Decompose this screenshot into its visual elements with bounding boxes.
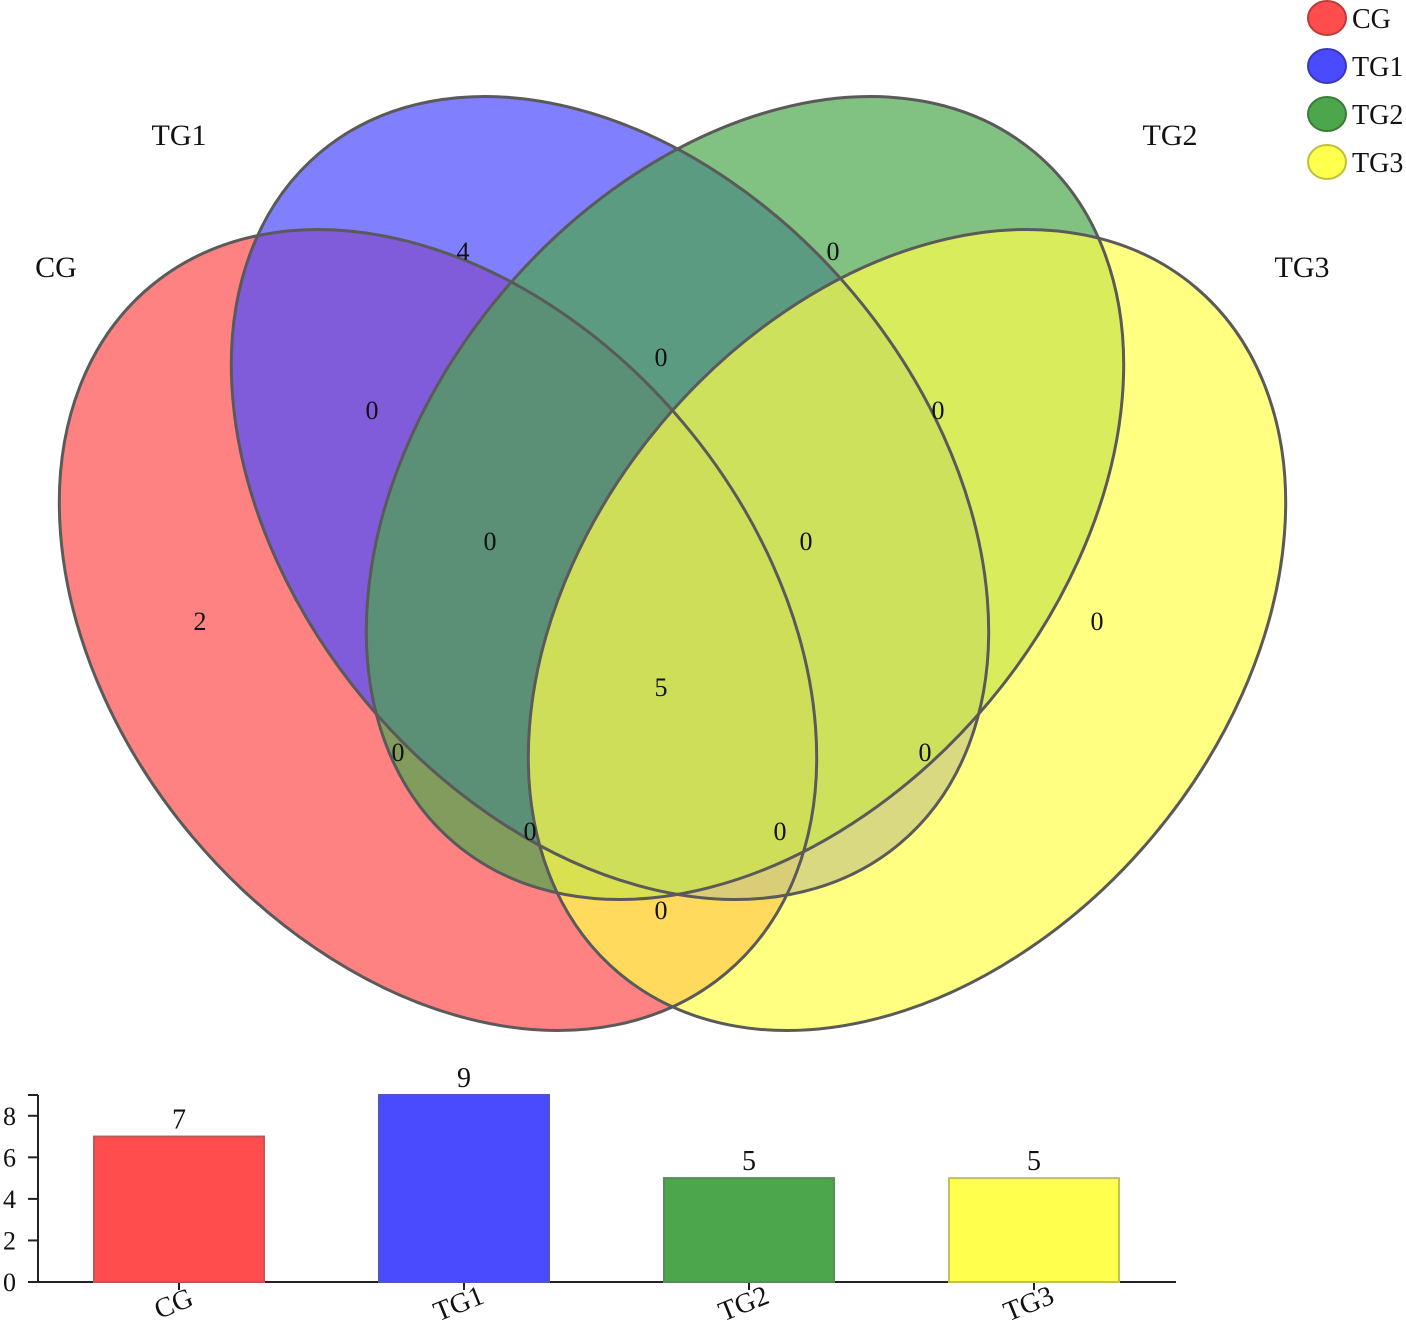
venn-set-label-tg2: TG2	[1143, 119, 1198, 152]
venn-set-label-tg1: TG1	[152, 119, 207, 152]
venn-outlines	[57, 95, 1288, 1032]
venn-region-count-tg1-tg2-tg3: 0	[800, 527, 813, 556]
bar-marks	[93, 1094, 1120, 1283]
venn-region-count-cg-tg1-tg2-tg3: 5	[655, 673, 668, 702]
bar-tg1	[378, 1094, 550, 1283]
bar-value-label-tg1: 9	[457, 1063, 471, 1094]
y-tick-label-8: 8	[3, 1102, 16, 1131]
venn-set-label-cg: CG	[35, 251, 77, 284]
bar-tg3	[948, 1177, 1120, 1283]
venn-set-tg2-outline	[364, 95, 1126, 901]
legend-swatch-tg1	[1307, 48, 1347, 84]
venn-region-count-cg-tg1-tg2: 0	[484, 527, 497, 556]
venn-region-count-cg-tg1: 0	[366, 396, 379, 425]
bar-value-label-tg2: 5	[742, 1146, 756, 1177]
venn-set-label-tg3: TG3	[1275, 251, 1330, 284]
x-category-label-tg3: TG3	[999, 1280, 1058, 1328]
bar-value-label-cg: 7	[172, 1105, 186, 1136]
venn-region-count-cg-tg2-tg3: 0	[524, 817, 537, 846]
venn-region-count-tg1-tg3: 0	[919, 738, 932, 767]
venn-region-count-cg-tg2: 0	[392, 738, 405, 767]
legend-label-tg1: TG1	[1352, 52, 1403, 83]
venn-set-tg1-outline	[229, 95, 991, 901]
venn-region-count-cg-tg3: 0	[655, 896, 668, 925]
y-tick-label-4: 4	[3, 1185, 16, 1214]
bar-tg2	[663, 1177, 835, 1283]
x-category-label-tg2: TG2	[714, 1280, 773, 1328]
bar-cg	[93, 1135, 265, 1283]
venn-region-count-tg2-tg3: 0	[932, 396, 945, 425]
venn-region-count-cg-tg1-tg3: 0	[774, 817, 787, 846]
venn-region-count-tg3: 0	[1091, 607, 1104, 636]
legend-swatch-tg3	[1307, 144, 1347, 180]
venn-region-count-tg1-tg2: 0	[655, 343, 668, 372]
legend-swatch-tg2	[1307, 96, 1347, 132]
venn-fills	[59, 96, 1286, 1031]
venn-region-count-cg: 2	[194, 607, 207, 636]
venn-region-counts: 2 4 0 0 0 0 0 0 0 5 0 0 0 0 0	[194, 237, 1104, 925]
legend-label-tg3: TG3	[1352, 148, 1403, 179]
legend-label-cg: CG	[1352, 4, 1391, 35]
venn-region-count-tg1: 4	[457, 237, 470, 266]
legend-label-tg2: TG2	[1352, 100, 1403, 131]
legend-swatch-cg	[1307, 0, 1347, 36]
y-tick-label-2: 2	[3, 1226, 16, 1255]
venn-set-tg3-fill	[528, 229, 1286, 1031]
bar-value-label-tg3: 5	[1027, 1146, 1041, 1177]
x-category-label-tg1: TG1	[429, 1280, 488, 1328]
venn-set-tg3-outline	[526, 228, 1288, 1032]
y-tick-label-0: 0	[3, 1268, 16, 1297]
x-category-label-cg: CG	[150, 1282, 198, 1325]
venn-region-count-tg2: 0	[827, 237, 840, 266]
venn-set-cg-outline	[57, 228, 819, 1032]
y-tick-label-6: 6	[3, 1143, 16, 1172]
